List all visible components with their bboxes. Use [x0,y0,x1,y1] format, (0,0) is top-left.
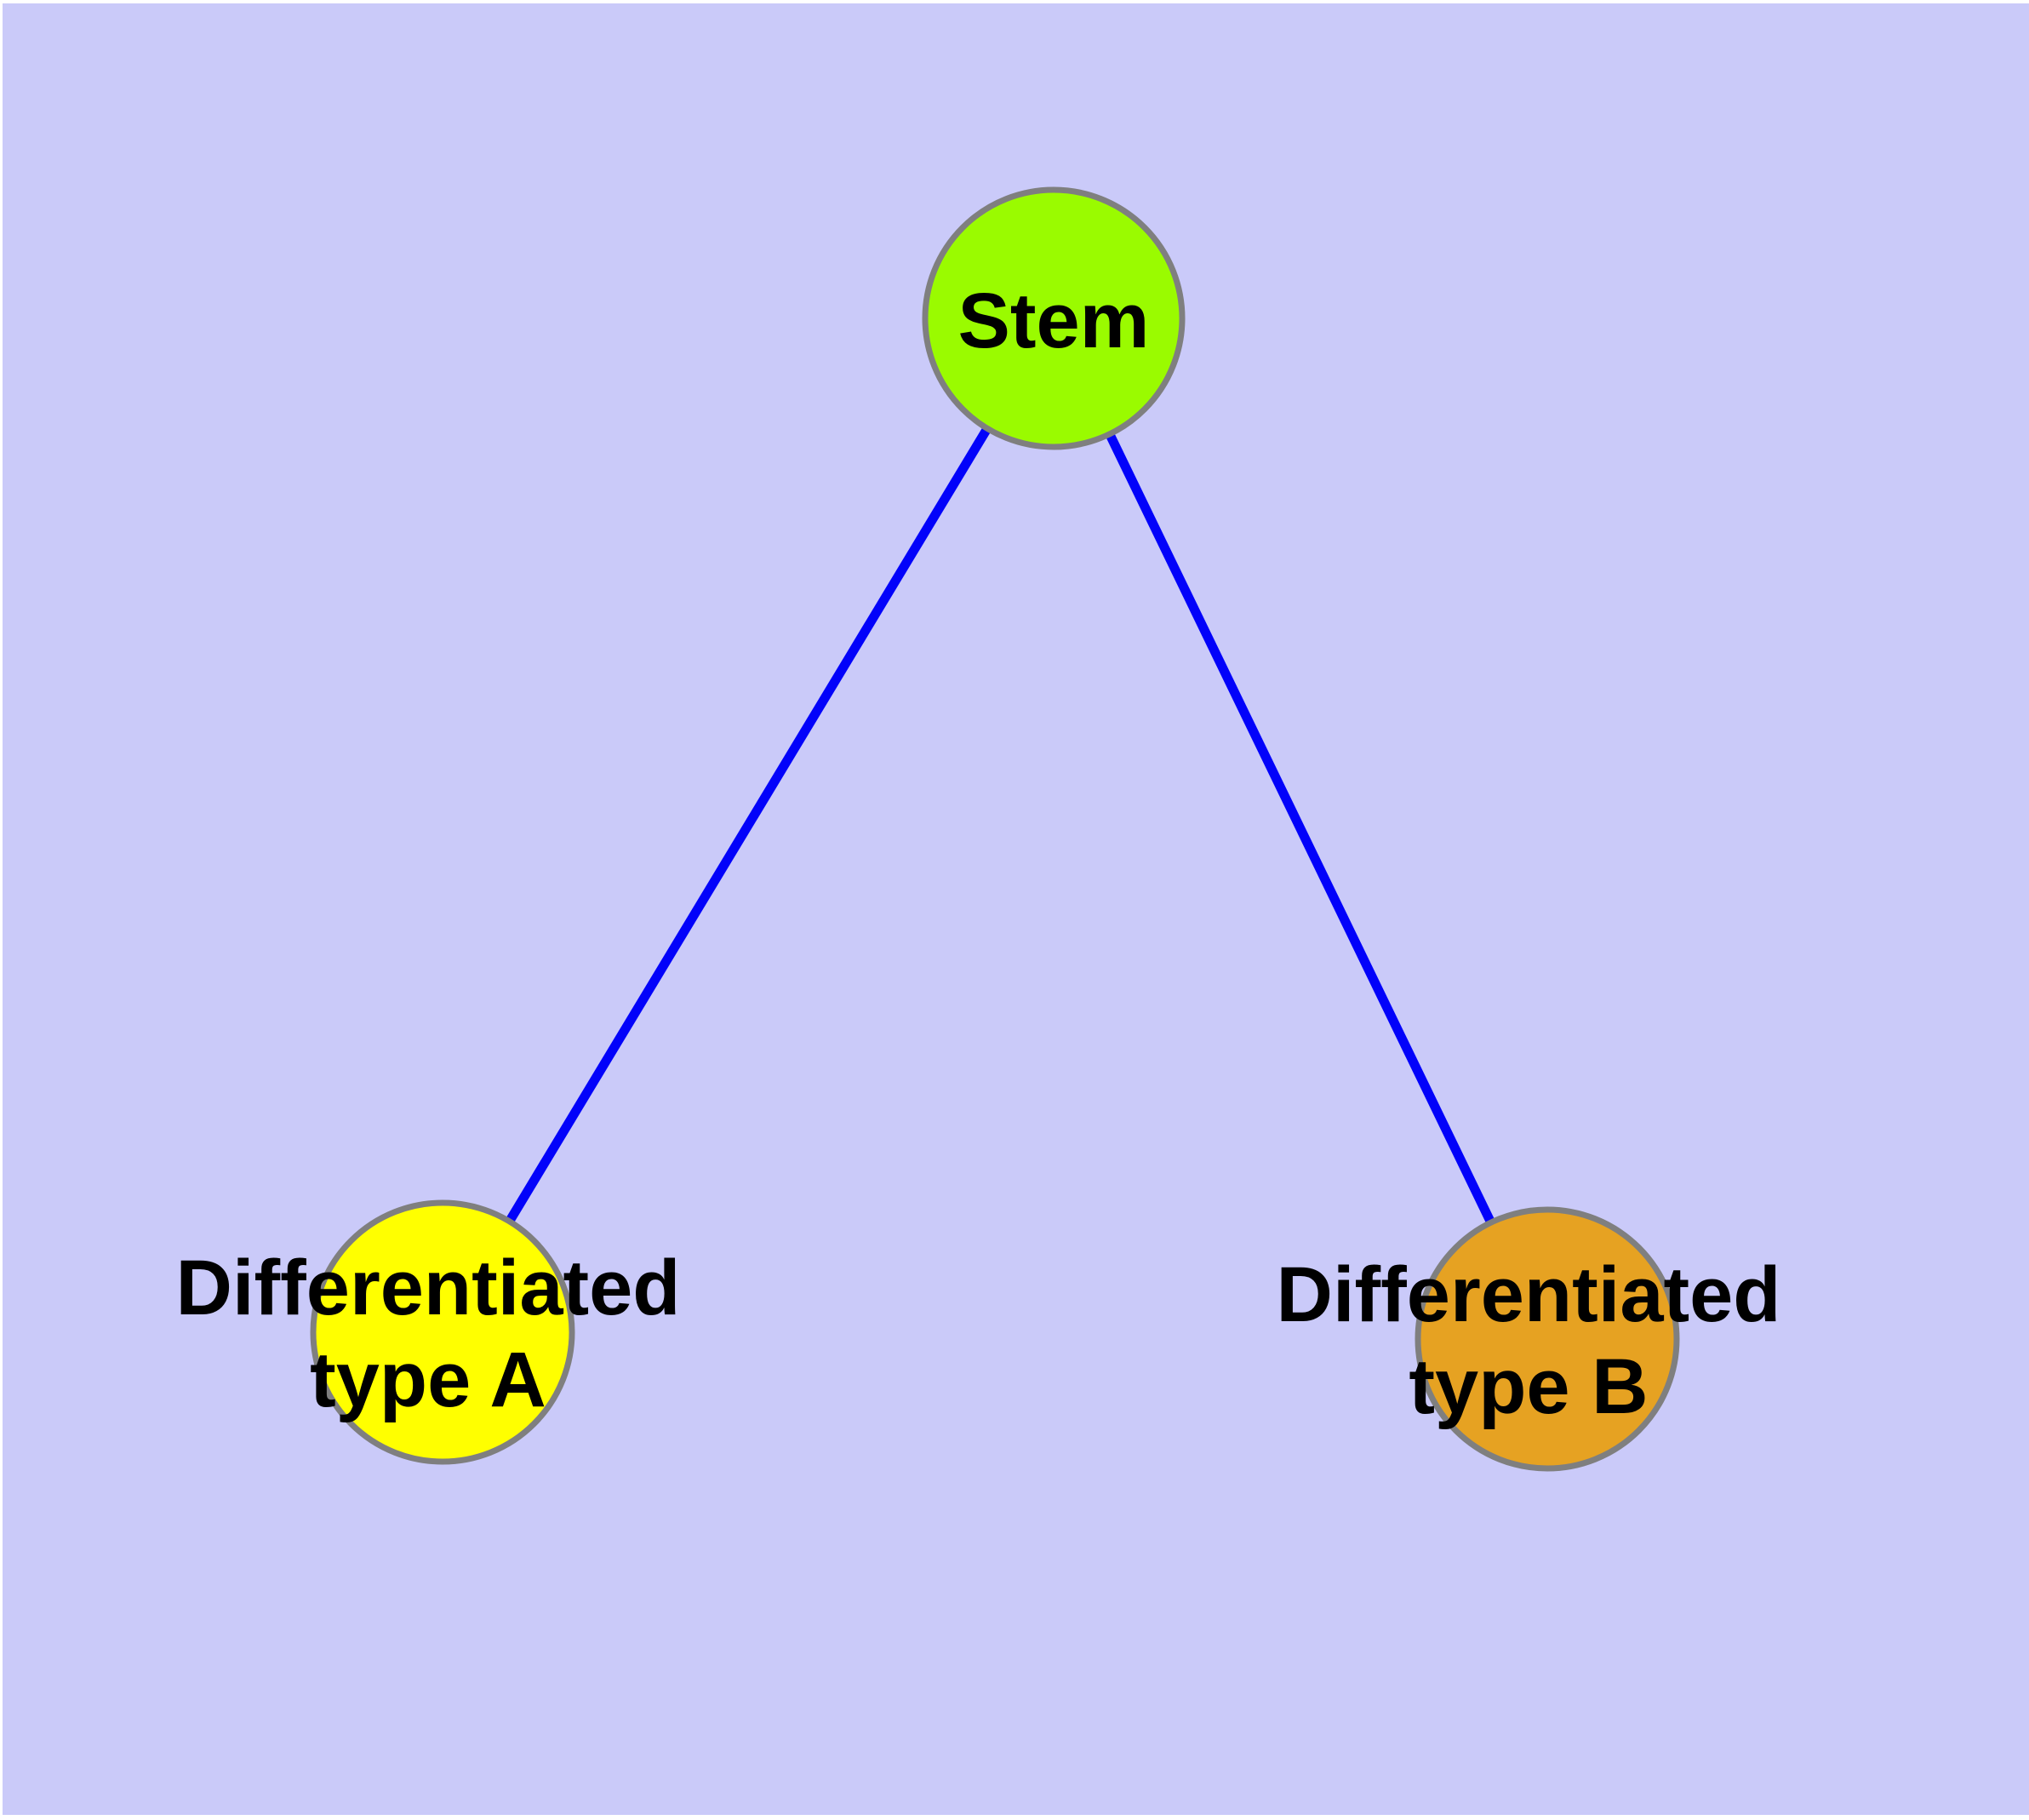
edge-stem-to-differentiated-type-a [438,316,1058,1335]
edge-stem-to-differentiated-type-b [1049,316,1552,1342]
node-circle-differentiated-type-a [310,1199,575,1465]
node-circle-stem [922,186,1186,450]
node-circle-differentiated-type-b [1415,1206,1680,1472]
